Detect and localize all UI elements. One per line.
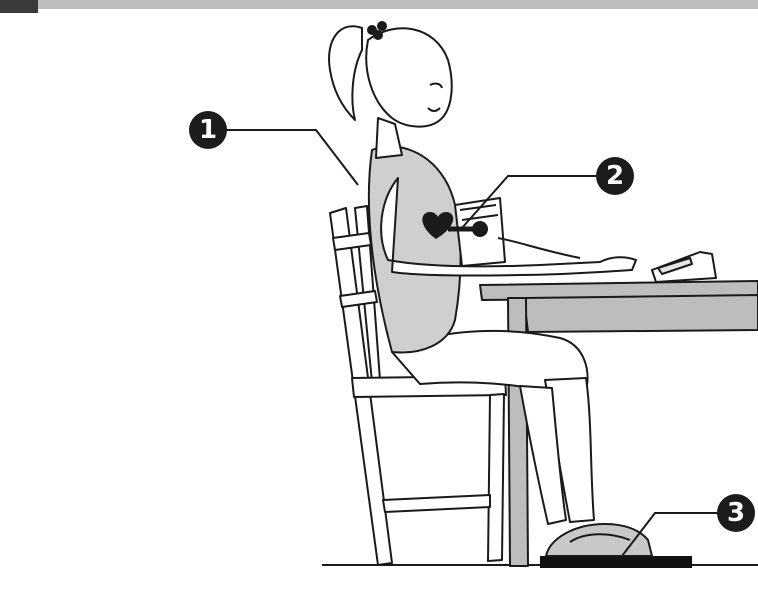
- callout-badge-3: 3: [717, 494, 755, 532]
- table-icon: [480, 281, 758, 566]
- blood-pressure-monitor-icon: [652, 252, 716, 282]
- callout-badge-2: 2: [596, 157, 634, 195]
- head: [329, 22, 452, 158]
- torso: [369, 146, 461, 352]
- floor-mat: [540, 556, 692, 568]
- slippers: [546, 524, 652, 556]
- callout-badge-1: 1: [189, 111, 227, 149]
